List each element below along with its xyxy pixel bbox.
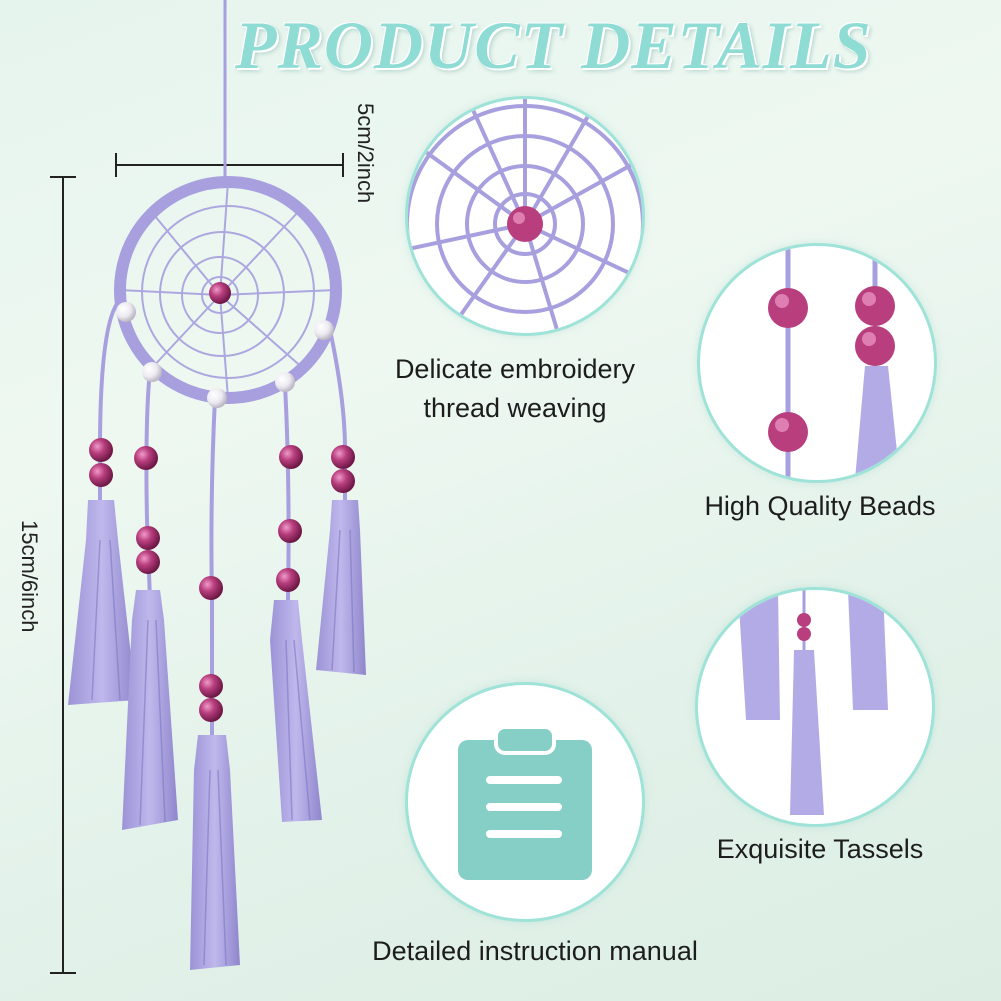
width-dimension-line (115, 164, 343, 166)
width-dimension-cap-left (115, 153, 117, 177)
height-dimension-line (62, 176, 64, 973)
tassels-closeup-image (698, 590, 932, 824)
clipboard-icon (458, 725, 592, 880)
weave-caption-line2: thread weaving (423, 393, 607, 423)
height-dimension-cap-bottom (50, 972, 76, 974)
weave-caption: Delicate embroidery thread weaving (370, 350, 660, 428)
manual-caption: Detailed instruction manual (372, 936, 698, 966)
manual-circle (408, 685, 642, 919)
height-dimension-cap-top (50, 176, 76, 178)
beads-closeup-image (700, 246, 934, 480)
weave-closeup-image (408, 99, 642, 333)
dreamcatcher-image (68, 0, 366, 970)
tassels-caption: Exquisite Tassels (716, 834, 924, 864)
beads-caption: High Quality Beads (704, 491, 936, 521)
width-dimension-cap-right (342, 153, 344, 177)
page-title: PRODUCT DETAILS (235, 7, 872, 83)
weave-caption-line1: Delicate embroidery (394, 354, 636, 384)
